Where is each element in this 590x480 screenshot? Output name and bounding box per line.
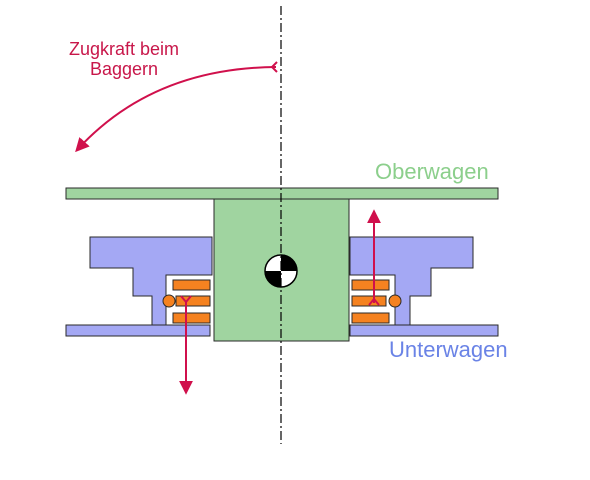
unterwagen-label: Unterwagen xyxy=(389,337,508,362)
pulling-force-label-line2: Baggern xyxy=(89,58,159,79)
unterwagen-housing-right xyxy=(349,236,474,326)
force-arrow-left-tick xyxy=(180,295,192,304)
pulling-force-arc-arrow xyxy=(75,66,277,153)
bearing-ball-right xyxy=(388,294,402,308)
bearing-race-upper-left xyxy=(172,279,211,291)
unterwagen-base-plate-left xyxy=(65,324,211,337)
unterwagen-base-plate-right xyxy=(349,324,499,337)
unterwagen-housing-left xyxy=(89,236,213,326)
force-arrow-right-tick xyxy=(368,297,380,306)
bearing-race-upper-right xyxy=(351,279,390,291)
bearing-ball-left xyxy=(162,294,176,308)
pulling-force-label-line1: Zugkraft beim xyxy=(68,39,180,59)
oberwagen-label: Oberwagen xyxy=(375,159,489,184)
arc-origin-tick xyxy=(270,61,278,73)
center-of-gravity-symbol xyxy=(264,254,298,288)
bearing-left xyxy=(162,279,211,324)
bearing-right xyxy=(351,279,402,324)
bearing-race-lower-right xyxy=(351,312,390,324)
bearing-race-lower-left xyxy=(172,312,211,324)
pulling-force-label: Zugkraft beim Baggern xyxy=(38,39,210,80)
oberwagen-top-plate xyxy=(65,187,499,200)
